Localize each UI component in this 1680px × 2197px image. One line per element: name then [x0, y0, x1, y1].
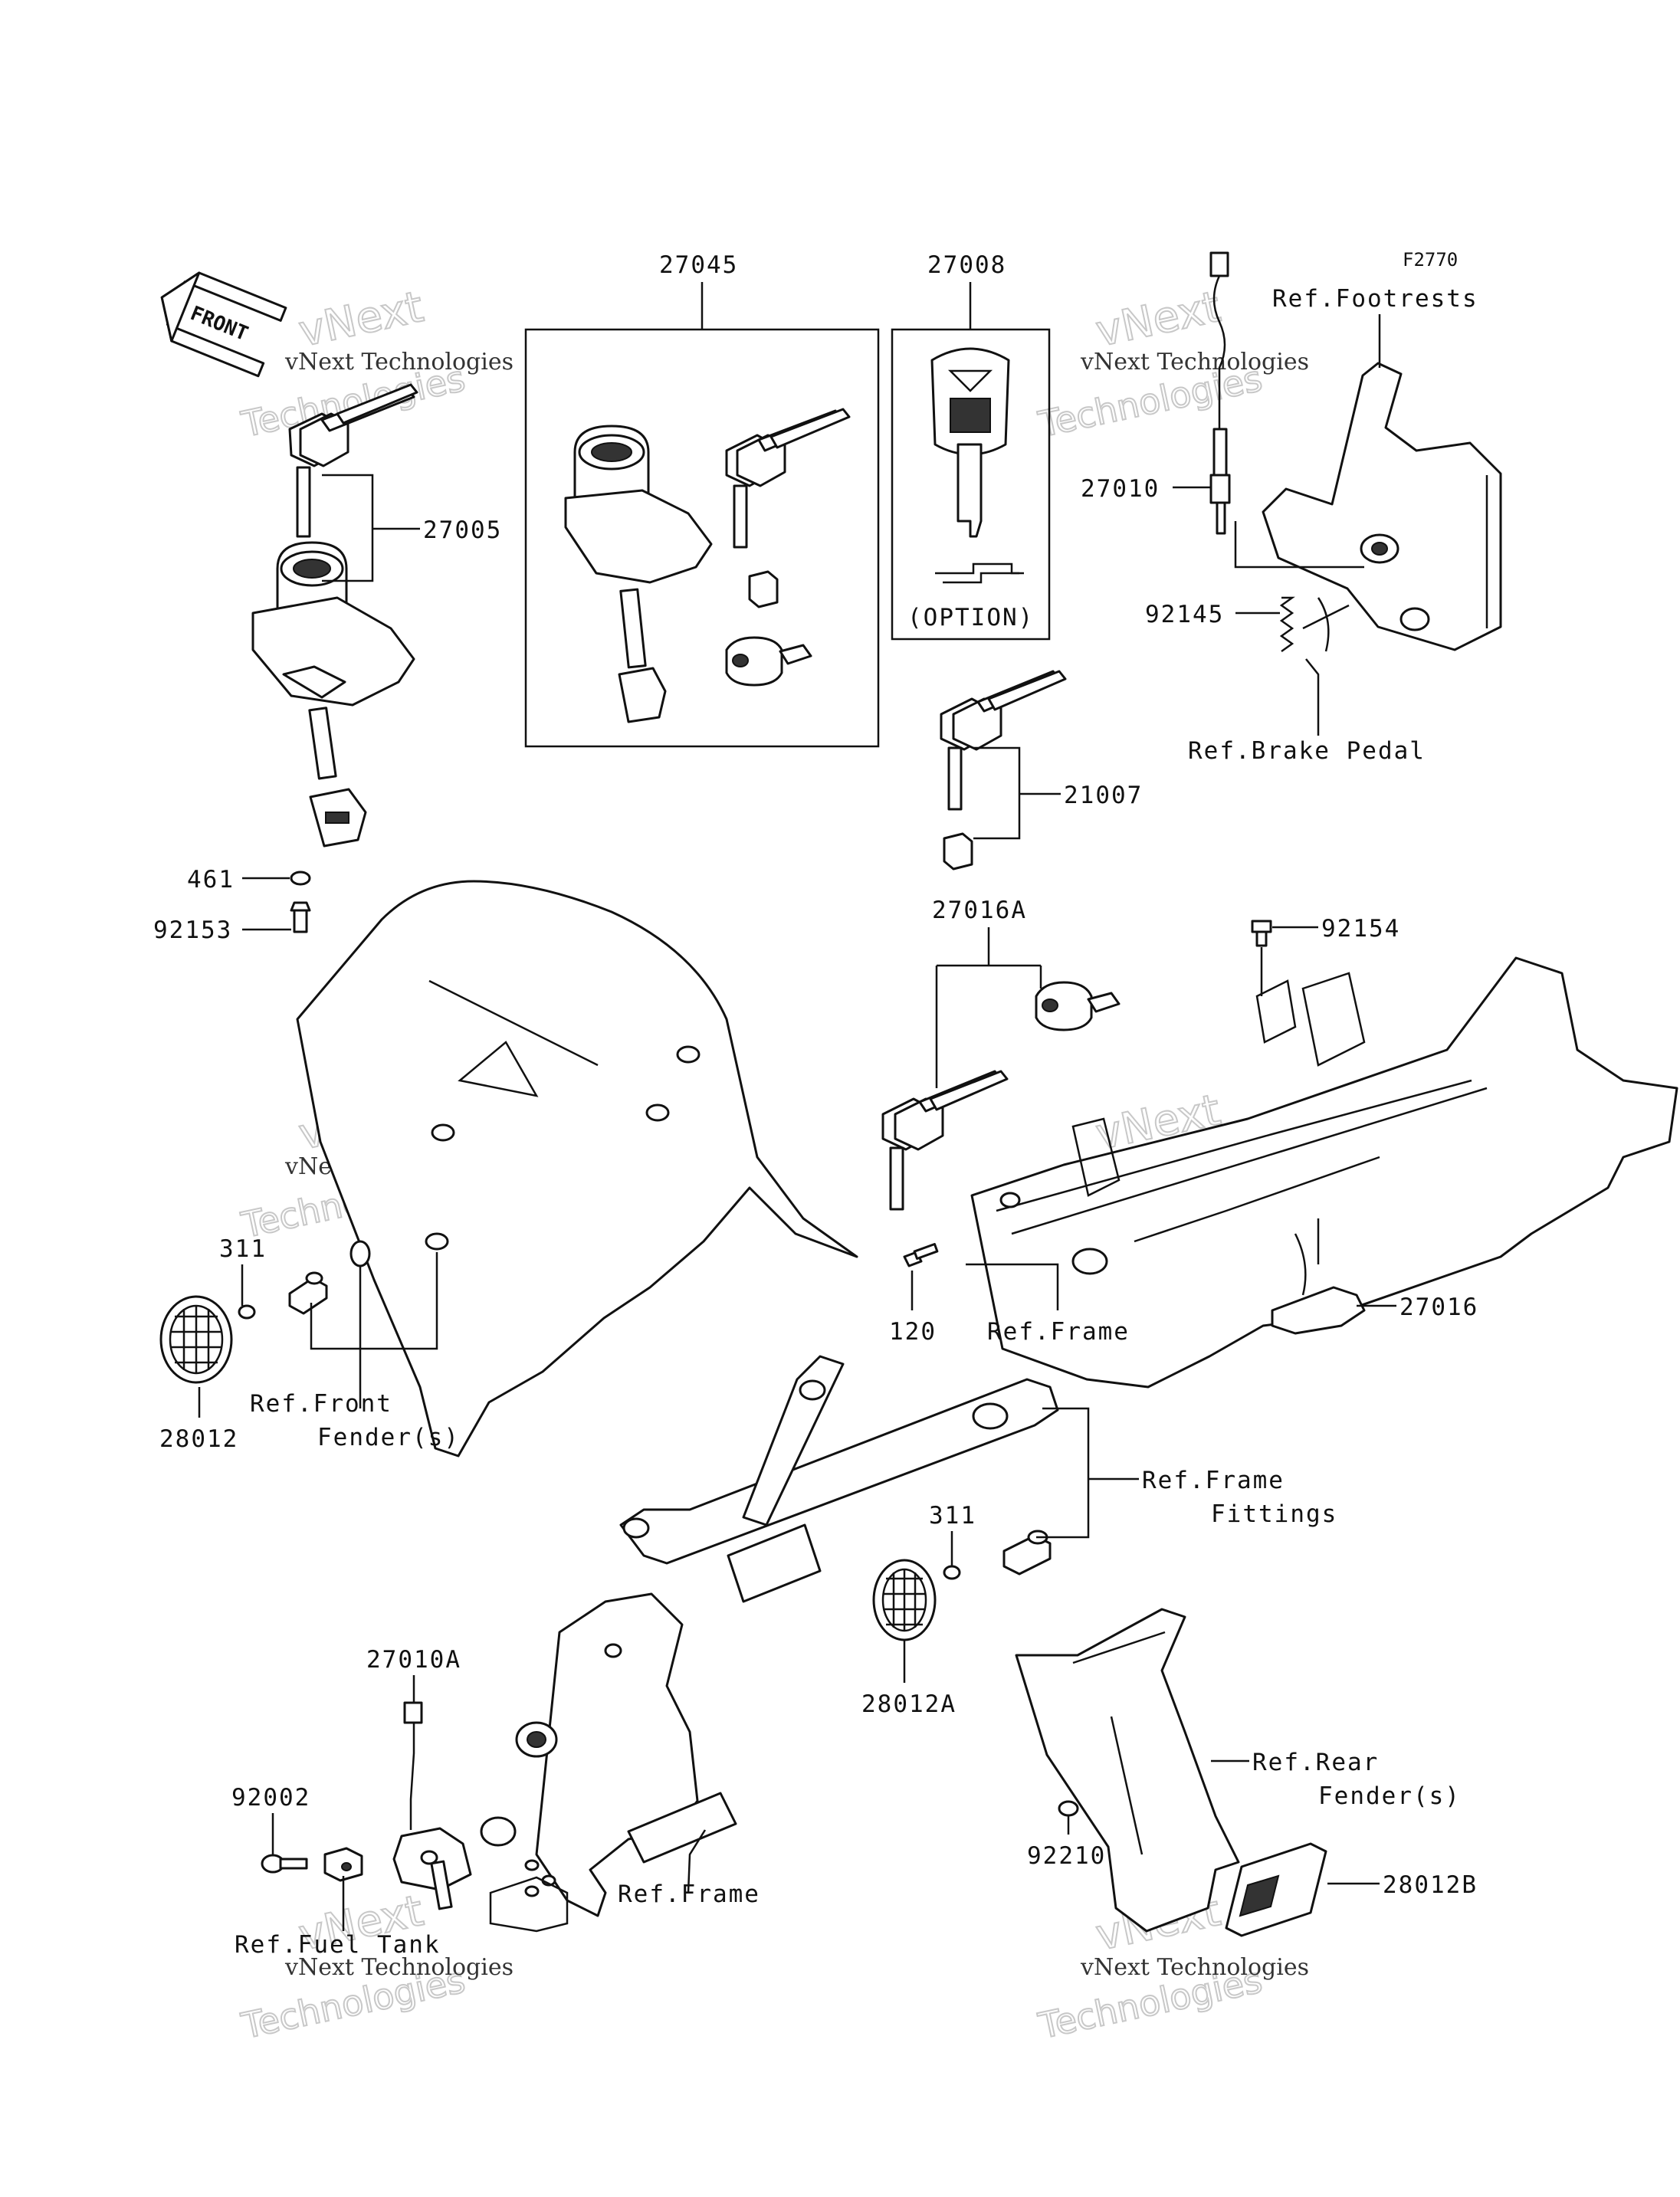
callout-92154: 92154 [1321, 915, 1400, 943]
callout-311-rear: 311 [929, 1502, 976, 1530]
ref-rear-fender-line2: Fender(s) [1318, 1782, 1461, 1810]
reflector-28012 [159, 1295, 233, 1384]
callout-27016A: 27016A [932, 897, 1027, 924]
callout-27005: 27005 [423, 516, 502, 544]
watermark-company: vNext Technologies [284, 349, 514, 375]
callout-27008: 27008 [927, 251, 1006, 279]
footrest-bracket [1262, 362, 1502, 652]
watermark-company: vNext Technologies [1080, 1954, 1309, 1981]
callout-120: 120 [889, 1318, 937, 1346]
ref-brake-pedal: Ref.Brake Pedal [1188, 737, 1426, 765]
bolt-92002 [261, 1854, 308, 1874]
ref-footrests: Ref.Footrests [1272, 285, 1478, 313]
ref-frame-fittings-line1: Ref.Frame [1142, 1467, 1285, 1494]
callout-21007: 21007 [1064, 782, 1143, 809]
callout-28012A: 28012A [861, 1690, 956, 1718]
rear-fender [1015, 1608, 1240, 1933]
callout-92153: 92153 [153, 917, 232, 944]
front-fender [296, 880, 858, 1458]
ref-front-fender-line1: Ref.Front [250, 1390, 392, 1418]
leader-lines [198, 282, 1396, 1931]
nut-311-front [238, 1304, 256, 1320]
nut-92210 [1058, 1800, 1079, 1817]
ref-rear-fender-line1: Ref.Rear [1252, 1749, 1379, 1776]
key-blank-27008: (OPTION) [907, 347, 1034, 631]
figure-code: F2770 [1403, 249, 1458, 271]
callout-27010: 27010 [1081, 475, 1160, 503]
callout-311-front: 311 [219, 1235, 267, 1263]
ref-frame-fittings-line2: Fittings [1211, 1500, 1337, 1528]
ignition-switch-body-27005 [251, 541, 415, 848]
callout-27016: 27016 [1399, 1294, 1478, 1321]
lower-frame-bracket [480, 1592, 737, 1933]
callout-92145: 92145 [1145, 601, 1224, 628]
watermark-top-right: vNext Technologies vNext Technologies [1034, 281, 1309, 446]
brake-light-switch-27010 [1209, 251, 1231, 535]
sidestand-switch-27010A [392, 1701, 472, 1910]
ref-frame-bottom: Ref.Frame [618, 1881, 760, 1908]
callout-labels: 27045 27008 27005 27010 92145 21007 461 … [153, 251, 1478, 1899]
seat-lock-cable-27016 [1271, 1233, 1366, 1335]
ignition-key-27005 [288, 383, 418, 538]
nut-311-rear [943, 1565, 961, 1580]
callout-28012B: 28012B [1383, 1871, 1478, 1899]
rear-subframe [970, 956, 1678, 1389]
washer-front-fender [349, 1240, 371, 1267]
callout-27010A: 27010A [366, 1646, 461, 1674]
screw-92153 [290, 901, 311, 933]
callout-28012: 28012 [159, 1425, 238, 1453]
bolt-120 [903, 1243, 939, 1267]
washer-461 [290, 871, 311, 886]
spacer-front-fender [288, 1271, 328, 1315]
seat-lock-kit-27016A [881, 981, 1121, 1211]
ref-fuel-tank: Ref.Fuel Tank [235, 1931, 441, 1959]
reflector-28012B [1225, 1842, 1327, 1937]
callout-461: 461 [187, 866, 235, 894]
key-set-21007 [940, 670, 1067, 871]
bracket-fuel-tank [323, 1847, 363, 1882]
watermark-big-vnext: vNext [294, 282, 428, 357]
frame-fittings-bar [619, 1355, 1059, 1603]
watermark-big-vnext: vNext [1091, 282, 1225, 357]
ref-front-fender-line2: Fender(s) [317, 1424, 460, 1451]
callout-92210: 92210 [1027, 1842, 1106, 1870]
kit-27045-contents [564, 408, 851, 723]
reflector-28012A [872, 1559, 937, 1641]
watermark-bottom-left: vNext Technologies vNext Technologies [237, 1885, 514, 2048]
callout-92002: 92002 [231, 1784, 310, 1812]
screw-92154 [1251, 920, 1272, 947]
return-spring-92145 [1279, 596, 1295, 653]
watermark-company: vNext Technologies [1080, 349, 1309, 375]
reference-labels: Ref.Footrests Ref.Brake Pedal Ref.Frame … [235, 285, 1478, 1959]
callout-27045: 27045 [659, 251, 738, 279]
watermark-company: vNext Technologies [284, 1954, 514, 1981]
option-label: (OPTION) [907, 604, 1034, 631]
front-arrow-icon: FRONT [160, 271, 287, 378]
ref-frame-mid: Ref.Frame [987, 1318, 1130, 1346]
